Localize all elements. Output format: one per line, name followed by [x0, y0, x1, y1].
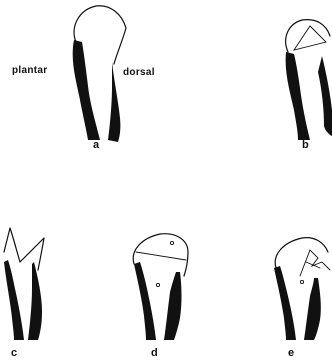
panel-label-a: a	[93, 139, 100, 151]
panel-label-d: d	[151, 347, 158, 359]
bone-head-outline-b	[286, 20, 330, 52]
pin-hole-lower-d	[156, 283, 159, 286]
plantar-cortex-d	[134, 262, 156, 340]
dorsal-cortex-a	[108, 62, 120, 142]
panel-label-e: e	[288, 347, 294, 359]
dorsal-cortex-b	[318, 56, 332, 136]
bone-head-outline-e	[275, 238, 328, 268]
panel-label-c: c	[11, 347, 17, 359]
osteotomy-wedge-c	[4, 228, 44, 270]
dorsal-cortex-c	[28, 262, 42, 340]
plantar-label: plantar	[12, 65, 47, 76]
pin-hole-upper-d	[170, 241, 173, 244]
plantar-cortex-b	[286, 52, 310, 140]
panel-c: c	[4, 228, 44, 359]
dorsal-label: dorsal	[123, 67, 155, 78]
panel-a: plantar dorsal a	[12, 6, 155, 151]
plantar-cortex-a	[73, 40, 100, 140]
pin-hole-e	[300, 280, 303, 283]
panel-e: e	[274, 238, 330, 359]
panel-b: b	[286, 20, 332, 151]
panel-d: d	[133, 234, 188, 359]
plantar-cortex-c	[4, 260, 24, 340]
osteotomy-line-d	[136, 252, 186, 260]
dorsal-cortex-d	[164, 272, 182, 340]
fixation-wire-e	[300, 250, 330, 276]
osteotomy-triangle-b	[294, 26, 326, 50]
panel-label-b: b	[302, 139, 309, 151]
plantar-cortex-e	[274, 266, 296, 340]
dorsal-cortex-e	[304, 278, 321, 340]
